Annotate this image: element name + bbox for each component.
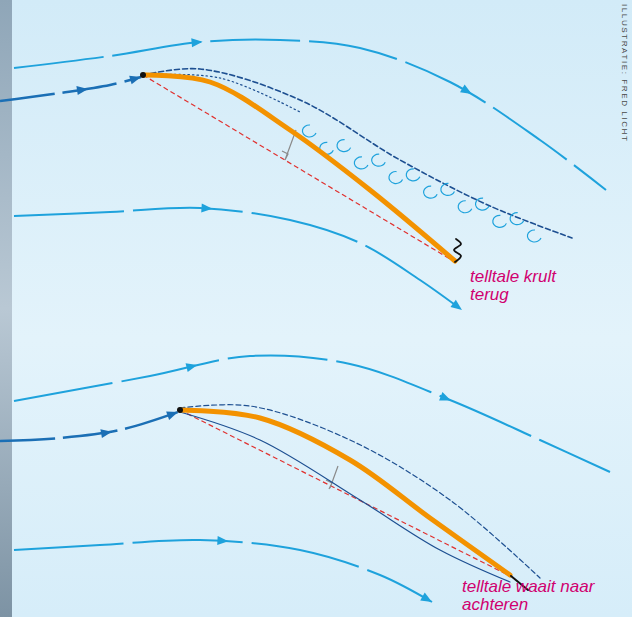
vortex — [441, 183, 455, 195]
flow-arrowhead — [186, 361, 199, 372]
chord-line — [180, 410, 510, 576]
mast — [140, 72, 146, 78]
flow-arrowhead — [100, 427, 112, 438]
flow-arrowhead — [76, 84, 88, 95]
flow-dots — [143, 74, 300, 112]
vortex — [354, 157, 368, 169]
flow-arrowhead — [201, 203, 213, 213]
credit: ILLUSTRATIE: FRED LICHT — [620, 4, 629, 142]
vortex — [527, 230, 541, 242]
sail — [143, 75, 455, 261]
flow-line — [14, 208, 462, 310]
flow-line-thin — [180, 412, 510, 582]
vortex — [424, 186, 438, 198]
flow-arrowhead — [439, 392, 453, 404]
sail — [180, 410, 510, 575]
vortex — [389, 172, 403, 184]
annotation: telltale waait naar achteren — [462, 578, 627, 614]
flow-line — [14, 540, 432, 602]
flow-line — [0, 77, 141, 101]
vortex — [493, 215, 507, 227]
separation-line — [143, 69, 572, 238]
vortex — [302, 125, 316, 137]
chord-line — [143, 75, 455, 262]
flow-line — [14, 40, 606, 190]
vortex — [406, 169, 420, 181]
annotation: telltale krult terug — [470, 268, 580, 304]
vortex — [337, 140, 351, 152]
photo-strip — [0, 0, 12, 617]
flow-arrowhead — [460, 85, 474, 98]
vortex — [372, 154, 386, 166]
telltale — [454, 239, 461, 262]
vortex — [510, 213, 524, 225]
mast — [177, 407, 183, 413]
flow-arrowhead — [191, 37, 203, 47]
flow-line — [0, 412, 178, 441]
flow-arrowhead — [450, 300, 464, 314]
flow-arrowhead — [420, 593, 434, 606]
flow-line — [14, 355, 610, 472]
vortex — [458, 201, 472, 213]
flow-line-thin — [180, 405, 540, 578]
vortex — [475, 198, 489, 210]
flow-arrowhead — [217, 536, 229, 546]
